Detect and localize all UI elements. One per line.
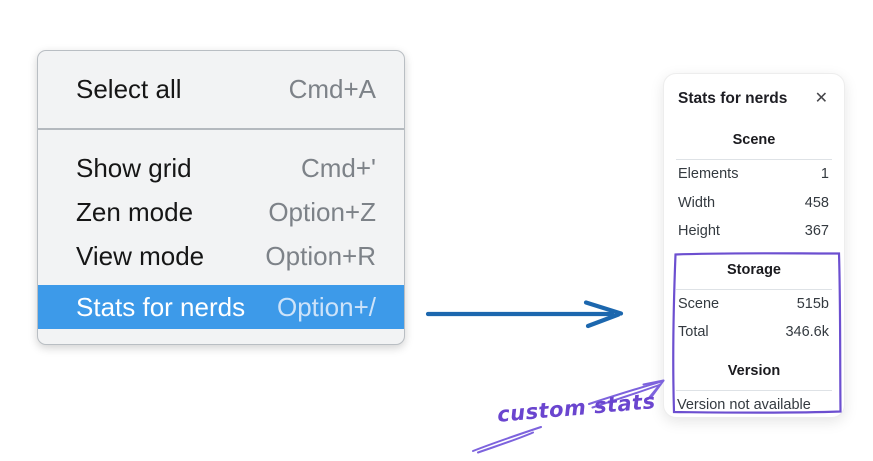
stat-label: Height — [678, 223, 720, 239]
stats-panel: Stats for nerds ✕ Scene Elements 1 Width… — [663, 73, 845, 418]
menu-item-shortcut: Cmd+A — [288, 74, 376, 104]
section-title-scene: Scene — [732, 132, 776, 148]
menu-item-select-all[interactable]: Select all Cmd+A — [38, 68, 404, 112]
close-icon[interactable]: ✕ — [814, 90, 828, 107]
stat-row-width: Width 458 — [664, 189, 844, 218]
menu-item-shortcut: Cmd+' — [300, 152, 376, 183]
menu-item-label: Select all — [76, 74, 182, 104]
stat-value: 515b — [796, 295, 829, 312]
stats-panel-title: Stats for nerds — [678, 90, 788, 107]
stat-label: Elements — [678, 166, 739, 182]
stat-value: 346.6k — [785, 324, 829, 340]
section-title-storage: Storage — [727, 261, 781, 278]
menu-item-label: Show grid — [76, 152, 192, 183]
menu-item-label: View mode — [76, 240, 205, 271]
stat-value: 458 — [804, 194, 829, 211]
stat-label: Scene — [678, 295, 720, 312]
stat-value: 1 — [820, 166, 829, 182]
section-title-version: Version — [727, 362, 781, 379]
menu-divider — [38, 128, 404, 130]
menu-item-zen-mode[interactable]: Zen mode Option+Z — [38, 190, 404, 234]
menu-item-shortcut: Option+R — [265, 240, 376, 271]
menu-item-show-grid[interactable]: Show grid Cmd+' — [38, 146, 404, 190]
stat-row-height: Height 367 — [664, 217, 844, 246]
stat-label: Total — [678, 324, 709, 340]
stat-row-elements: Elements 1 — [664, 160, 844, 189]
menu-item-shortcut: Option+/ — [276, 291, 376, 322]
stat-value: 367 — [804, 223, 829, 239]
version-note: Version not available — [677, 396, 811, 413]
custom-stats-annotation-text: custom stats — [496, 389, 657, 427]
menu-item-label: Zen mode — [76, 196, 194, 227]
menu-item-label: Stats for nerds — [76, 291, 246, 322]
stat-row-storage-scene: Scene 515b — [664, 290, 844, 319]
section-divider — [676, 159, 832, 160]
menu-item-view-mode[interactable]: View mode Option+R — [38, 234, 404, 278]
stat-label: Width — [678, 194, 716, 211]
stats-panel-header: Stats for nerds ✕ — [664, 74, 844, 109]
menu-item-shortcut: Option+Z — [268, 196, 376, 227]
context-menu: Select all Cmd+A Show grid Cmd+' Zen mod… — [37, 50, 405, 345]
blue-arrow — [425, 300, 624, 329]
stat-row-storage-total: Total 346.6k — [664, 318, 844, 347]
menu-item-stats-for-nerds[interactable]: Stats for nerds Option+/ — [38, 285, 404, 329]
